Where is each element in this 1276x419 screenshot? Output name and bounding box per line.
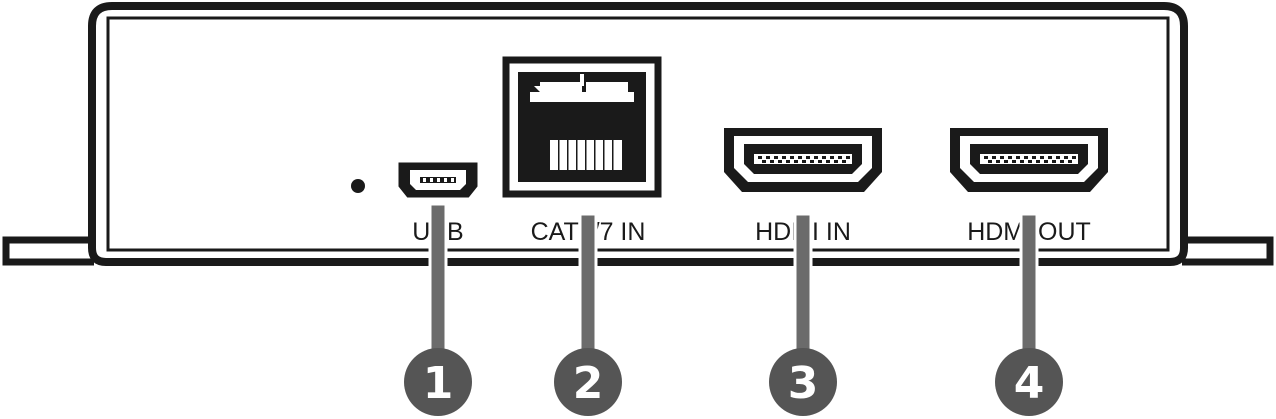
leader-line-3: [793, 212, 813, 356]
hdmi-out-port-icon: [950, 128, 1108, 192]
led-indicator-icon: [351, 179, 365, 193]
micro-usb-port-icon: [398, 162, 478, 198]
leader-line-1: [428, 202, 448, 356]
callout-number-3: 3: [788, 358, 819, 409]
hdmi-in-port-icon: [724, 128, 882, 192]
rj45-port-icon: [502, 56, 662, 198]
callout-badge-2: 2: [554, 348, 622, 416]
callout-number-2: 2: [573, 358, 604, 409]
leader-line-2: [578, 212, 598, 356]
callout-badge-4: 4: [995, 348, 1063, 416]
callout-number-4: 4: [1014, 358, 1045, 409]
callout-number-1: 1: [423, 358, 454, 409]
right-mounting-flange: [1182, 236, 1274, 266]
enclosure-inner-edge: [106, 16, 1170, 252]
left-mounting-flange: [2, 236, 94, 266]
callout-badge-1: 1: [404, 348, 472, 416]
callout-badge-3: 3: [769, 348, 837, 416]
leader-line-4: [1019, 212, 1039, 356]
